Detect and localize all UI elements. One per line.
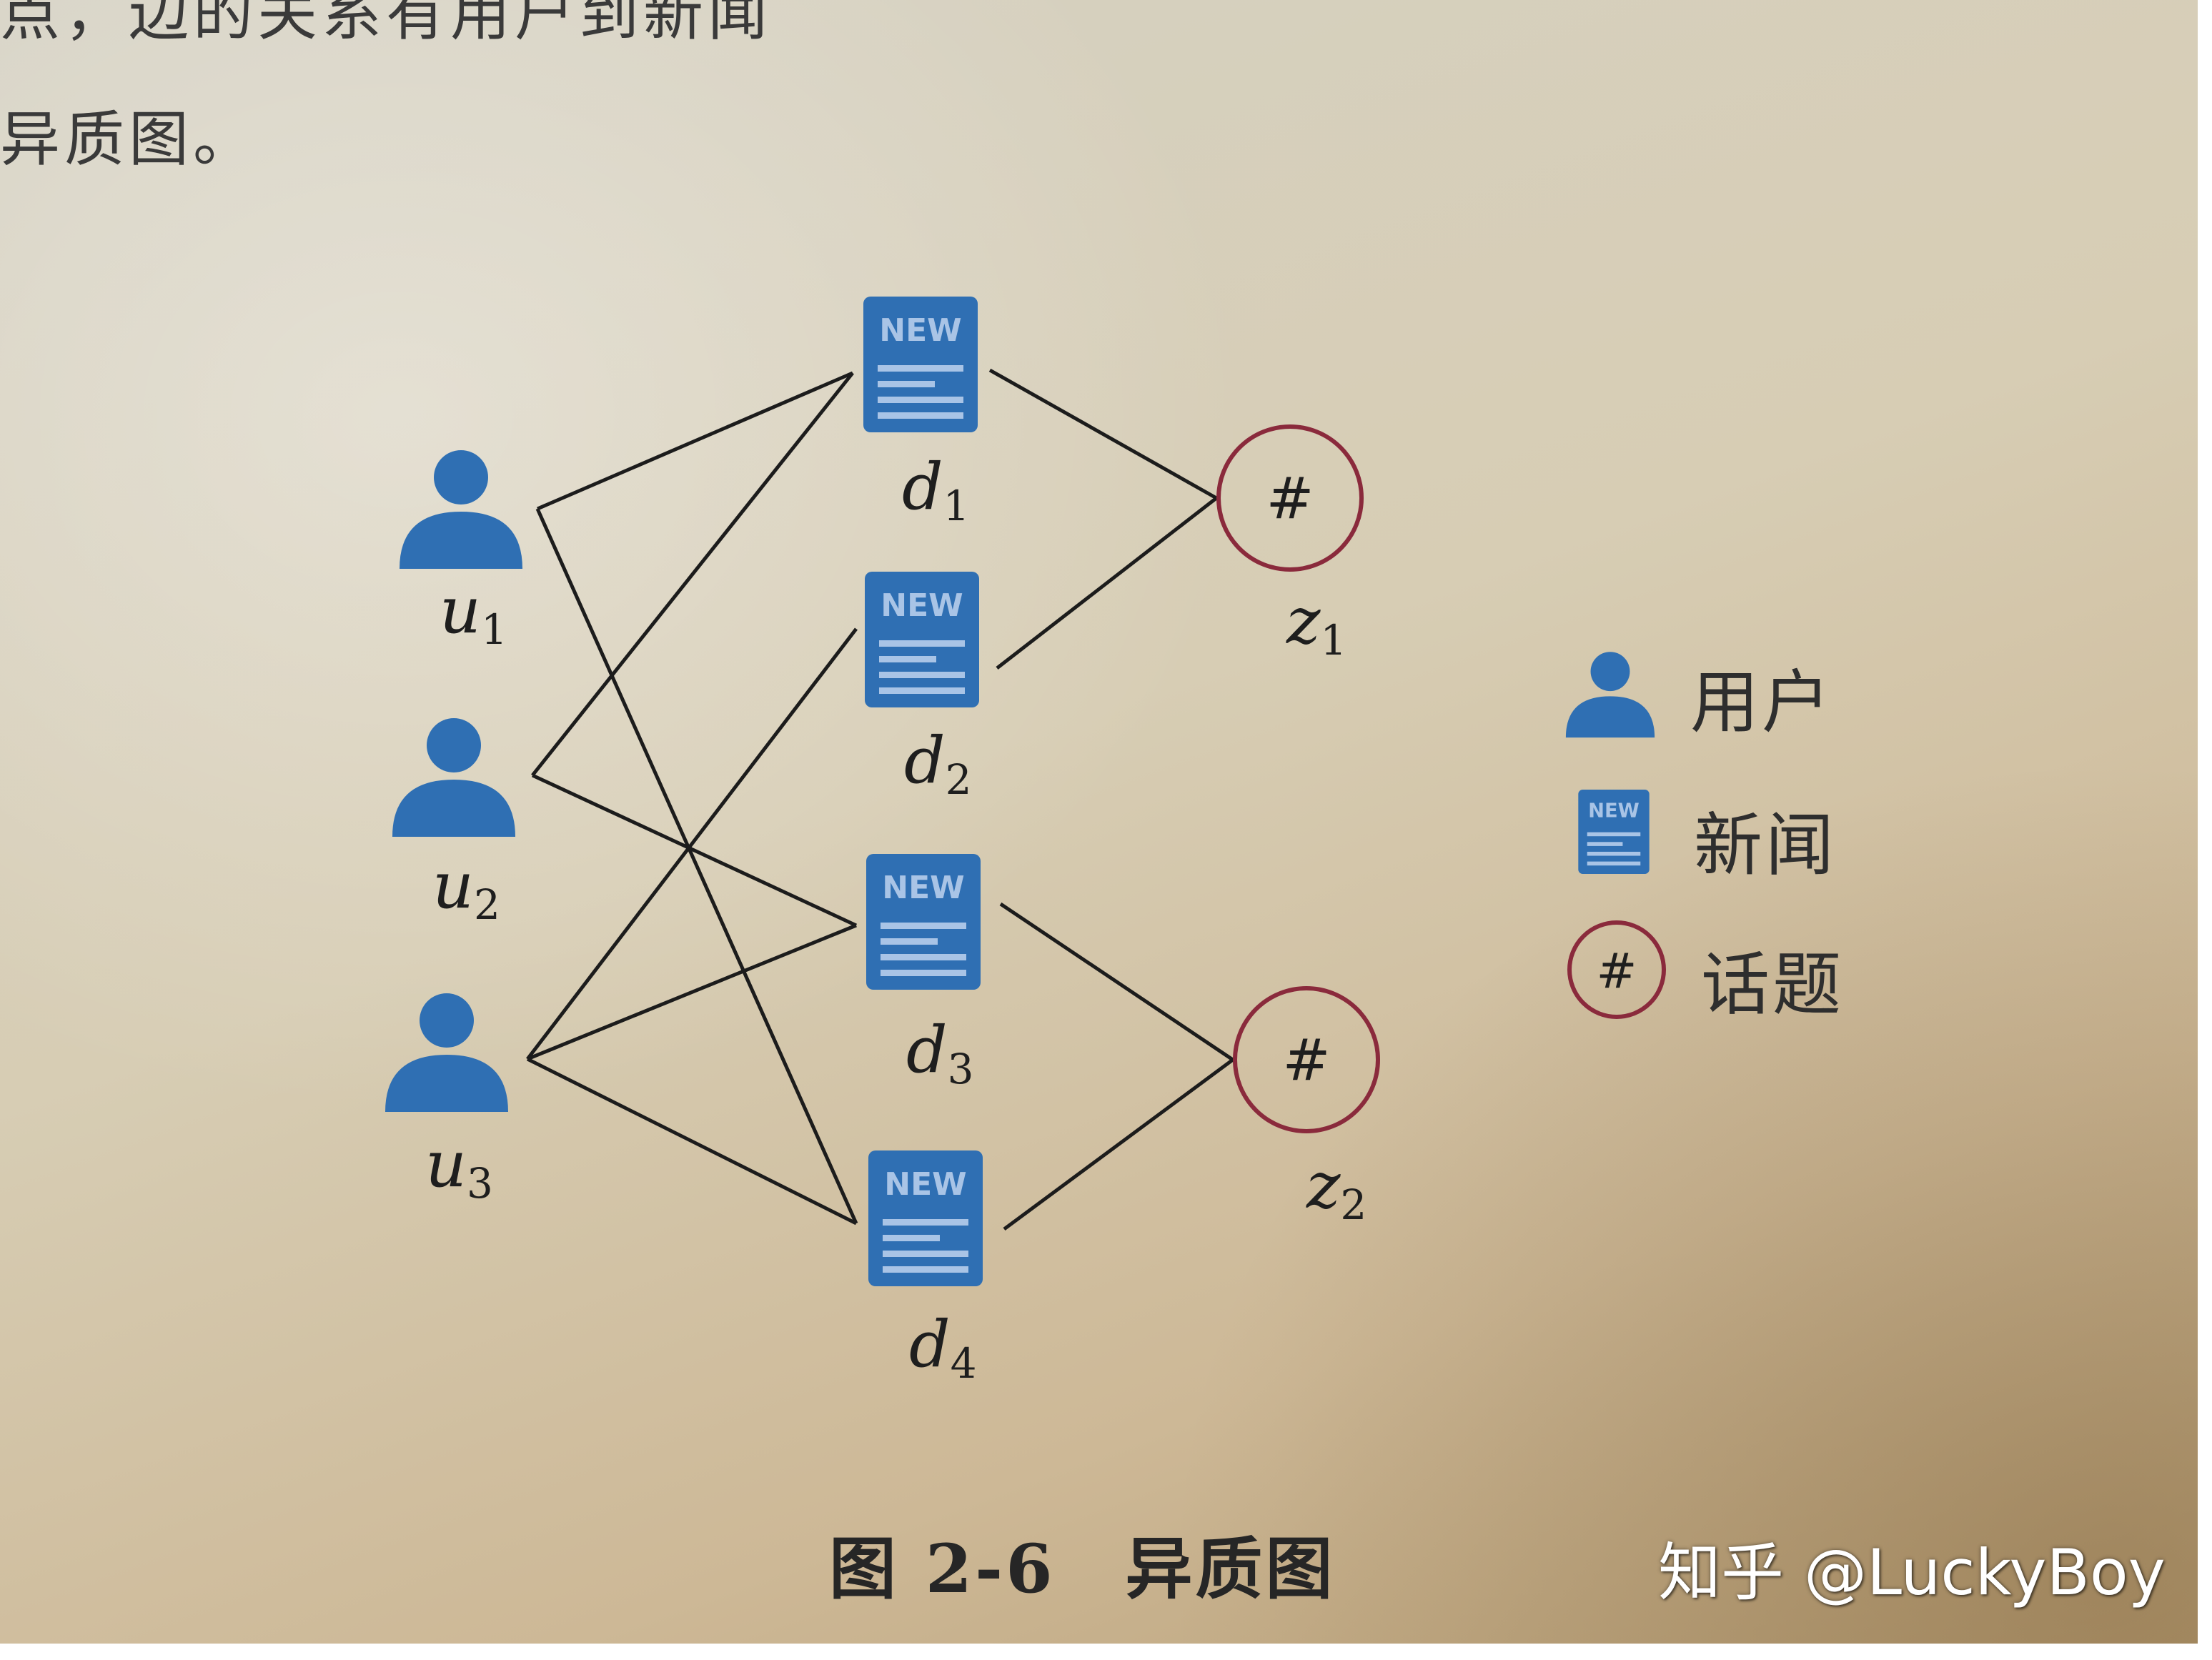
edges <box>526 368 1234 1231</box>
user-icon-u1 <box>400 450 522 569</box>
topic-node-z1 <box>1216 424 1364 572</box>
legend-topic-symbol: # <box>1597 943 1637 1000</box>
label-u2: u2 <box>432 848 500 929</box>
legend-label-user: 用户 <box>1690 662 1833 742</box>
news-icon-d4 <box>868 1150 983 1286</box>
user-icon-u3 <box>385 993 508 1112</box>
label-u3: u3 <box>425 1127 493 1208</box>
legend-label-topic: 话题 <box>1701 945 1844 1025</box>
edge-u3-d2 <box>526 627 858 1060</box>
label-d2: d2 <box>904 723 972 804</box>
figure-caption: 图 2-6 异质图 <box>829 1530 1336 1609</box>
label-d1: d1 <box>902 449 970 530</box>
edge-d3-z2 <box>999 902 1234 1062</box>
label-d4: d4 <box>909 1307 977 1388</box>
edge-u1-d1 <box>537 371 853 511</box>
edge-u2-d1 <box>531 372 854 777</box>
edge-u3-d4 <box>526 1057 858 1226</box>
legend-topic-icon <box>1567 920 1666 1019</box>
legend-user-icon <box>1565 652 1655 738</box>
news-icon-d2 <box>865 572 979 707</box>
topic-symbol-z2: # <box>1282 1027 1330 1093</box>
topic-node-z2 <box>1233 986 1380 1133</box>
photo-border-right <box>2198 0 2212 1660</box>
page-text-line2: 异质图。 <box>0 104 258 174</box>
news-icon-d1 <box>863 297 978 432</box>
edge-u1-d4 <box>535 507 858 1225</box>
edge-u3-d3 <box>527 923 857 1061</box>
photo-border-bottom <box>0 1644 2212 1660</box>
edge-d2-z1 <box>996 497 1218 670</box>
topic-symbol-z1: # <box>1266 465 1314 532</box>
legend-news-icon <box>1578 790 1650 874</box>
edge-d1-z1 <box>988 368 1218 500</box>
edge-d4-z2 <box>1003 1058 1234 1231</box>
label-d3: d3 <box>906 1013 974 1093</box>
label-z2: z2 <box>1306 1148 1367 1229</box>
legend-label-news: 新闻 <box>1694 805 1837 885</box>
news-icon-d3 <box>866 854 981 990</box>
edge-u2-d3 <box>531 773 858 928</box>
page-text-line1: 点，边的关系有用户到新闻 <box>0 0 773 49</box>
watermark: 知乎 @LuckyBoy <box>1658 1536 2166 1609</box>
label-u1: u1 <box>440 573 507 654</box>
user-icon-u2 <box>392 718 515 837</box>
label-z1: z1 <box>1286 584 1346 665</box>
